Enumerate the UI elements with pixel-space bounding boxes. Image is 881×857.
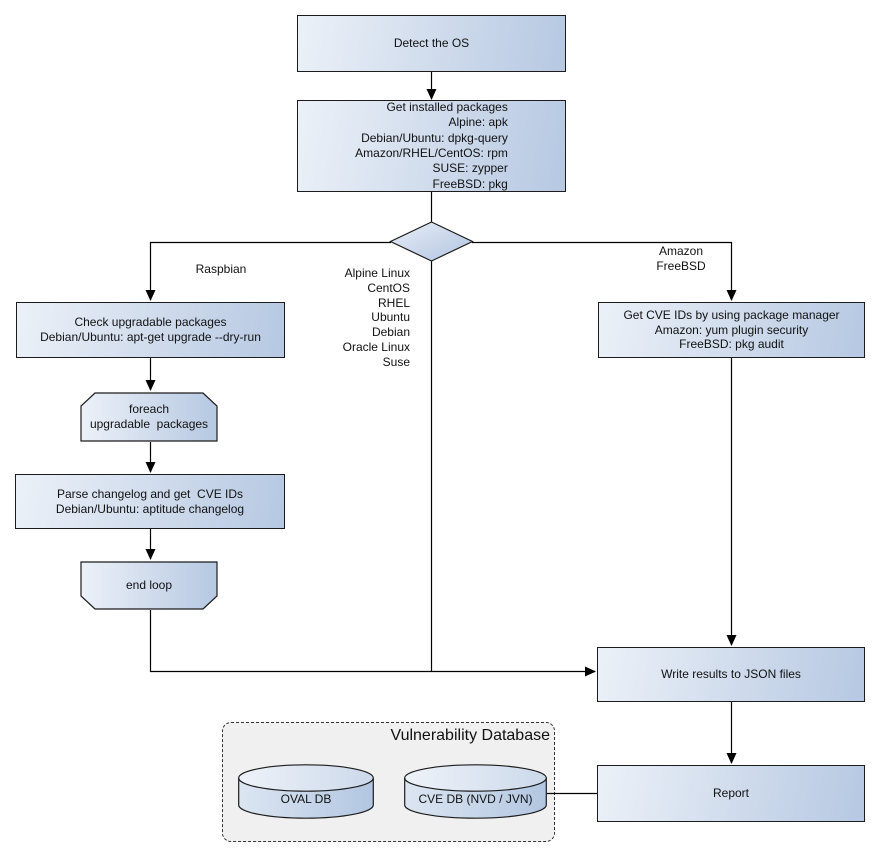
- oval-db-label: OVAL DB: [280, 791, 332, 806]
- check-upgradable-label: Check upgradable packages Debian/Ubuntu:…: [40, 315, 261, 344]
- cve-db-cylinder: CVE DB (NVD / JVN): [404, 764, 547, 819]
- foreach-loop-node: foreach upgradable packages: [80, 392, 218, 442]
- parse-changelog-node: Parse changelog and get CVE IDs Debian/U…: [15, 474, 285, 529]
- get-installed-packages-label: Get installed packages Alpine: apk Debia…: [355, 100, 508, 191]
- foreach-loop-label: foreach upgradable packages: [89, 402, 209, 431]
- end-loop-node: end loop: [80, 561, 218, 610]
- detect-os-label: Detect the OS: [393, 36, 470, 51]
- report-node: Report: [597, 765, 865, 822]
- connector-decision-to-get-cve: [472, 241, 737, 301]
- edge-label-raspbian: Raspbian: [195, 262, 247, 276]
- write-results-node: Write results to JSON files: [597, 647, 865, 702]
- oval-db-cylinder: OVAL DB: [238, 764, 374, 819]
- vulnerability-database-title: Vulnerability Database: [390, 727, 551, 744]
- loop-start-shape: [80, 392, 218, 442]
- cve-db-label: CVE DB (NVD / JVN): [418, 791, 533, 806]
- edge-label-amazon-freebsd: Amazon FreeBSD: [656, 244, 706, 273]
- decision-diamond-shape: [389, 221, 474, 262]
- write-results-label: Write results to JSON files: [661, 667, 801, 682]
- database-cylinder-shape: [238, 764, 374, 819]
- end-loop-label: end loop: [125, 578, 173, 593]
- connector-decision-to-check-upgradable: [145, 241, 391, 301]
- report-label: Report: [712, 786, 750, 801]
- detect-os-node: Detect the OS: [297, 15, 566, 72]
- check-upgradable-node: Check upgradable packages Debian/Ubuntu:…: [16, 302, 285, 358]
- get-cve-ids-label: Get CVE IDs by using package manager Ama…: [623, 308, 840, 352]
- database-cylinder-shape: [404, 764, 547, 819]
- edge-label-os-list: Alpine Linux CentOS RHEL Ubuntu Debian O…: [342, 266, 410, 369]
- parse-changelog-label: Parse changelog and get CVE IDs Debian/U…: [55, 486, 245, 516]
- os-decision-node: [389, 221, 474, 262]
- get-cve-ids-node: Get CVE IDs by using package manager Ama…: [598, 302, 865, 358]
- loop-end-shape: [80, 561, 218, 610]
- connector-endloop-to-write-results: [149, 610, 596, 677]
- get-installed-packages-node: Get installed packages Alpine: apk Debia…: [297, 100, 566, 192]
